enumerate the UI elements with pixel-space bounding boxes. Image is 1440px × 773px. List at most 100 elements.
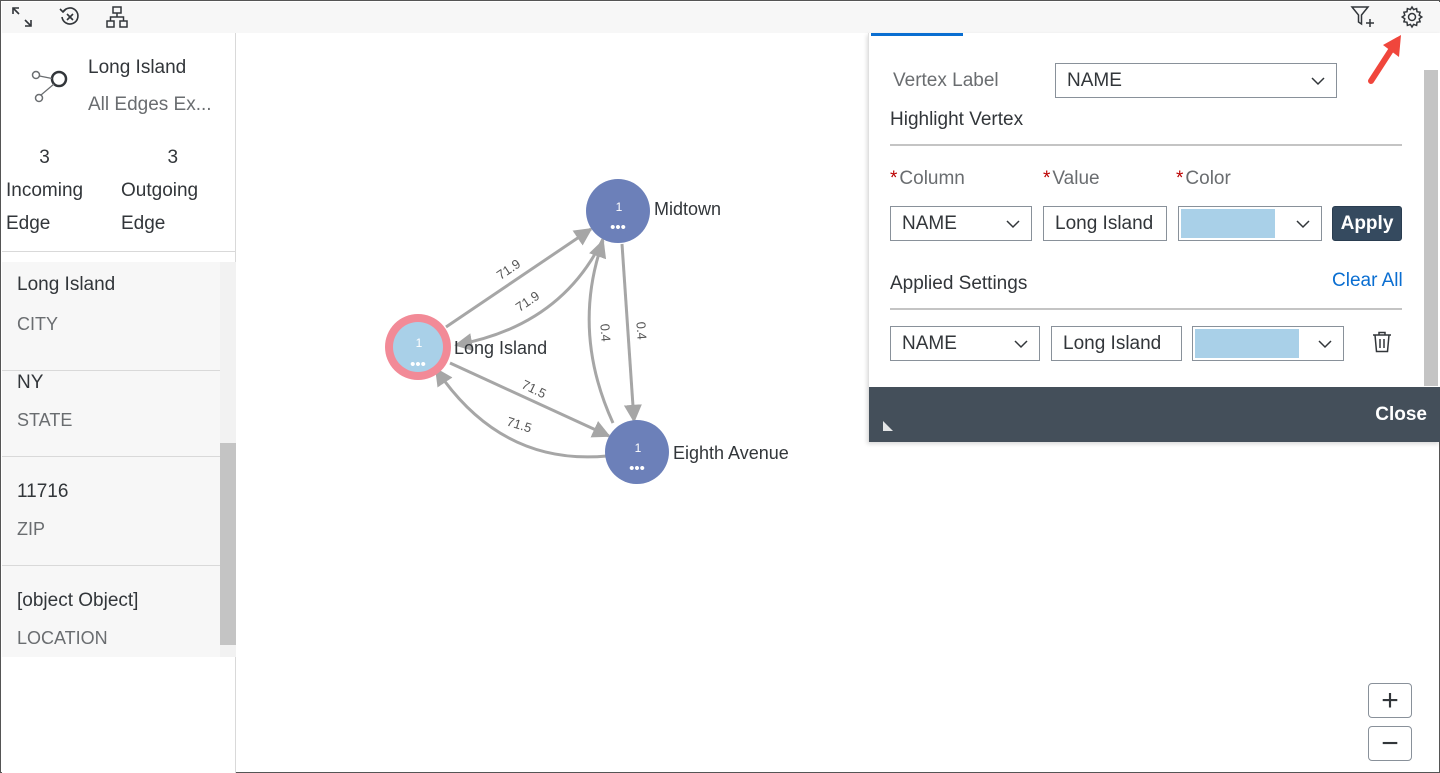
vertex-label-label: Vertex Label [893,70,999,91]
settings-icon[interactable] [1399,4,1425,30]
chevron-down-icon [1006,220,1020,229]
outgoing-edge-label-2: Edge [121,213,166,234]
node-badge: 1 [616,200,623,214]
graph-settings-panel: Vertex Label NAME Highlight Vertex *Colu… [868,33,1440,442]
applied-column-value: NAME [902,332,957,354]
property-item: 11716 ZIP [2,457,220,566]
applied-color-select[interactable] [1192,326,1344,361]
graph-node-eighth-avenue[interactable]: 1 ••• [605,420,669,484]
delete-icon[interactable] [1372,331,1392,358]
node-label: Midtown [654,199,721,219]
color-label-text: Color [1185,168,1231,189]
vertex-subtitle: All Edges Ex... [88,94,212,115]
details-divider [2,251,236,252]
column-select[interactable]: NAME [890,206,1032,241]
chevron-down-icon [1311,77,1325,86]
applied-value-text: Long Island [1063,332,1162,354]
node-more-dots: ••• [410,356,426,373]
applied-value-input[interactable]: Long Island [1051,326,1182,361]
clear-selection-icon[interactable] [57,4,83,30]
close-button[interactable]: Close [1375,404,1427,425]
column-label-text: Column [899,168,965,189]
panel-scrollbar[interactable] [1424,70,1438,386]
section-divider [890,308,1402,310]
value-label-text: Value [1052,168,1100,189]
panel-footer: Close [869,387,1440,442]
edge-label: 71.5 [505,414,534,436]
graph-svg: 71.9 71.9 0.4 0.4 71.5 71.5 1 ••• Long I… [385,179,789,484]
incoming-edge-label-2: Edge [6,213,51,234]
property-value: NY [17,372,44,393]
zoom-in-button[interactable]: + [1368,683,1412,718]
applied-settings-title: Applied Settings [890,273,1028,294]
vertex-details-panel: Long Island All Edges Ex... 3 Incoming E… [2,33,236,773]
node-label: Eighth Avenue [673,443,789,463]
property-key: STATE [17,410,73,430]
graph-edge[interactable] [449,361,611,438]
chevron-down-icon [1296,220,1310,229]
chevron-down-icon [1014,340,1028,349]
color-swatch [1195,329,1299,358]
chevron-down-icon [1318,340,1332,349]
add-filter-icon[interactable] [1350,4,1376,30]
applied-column-select[interactable]: NAME [890,326,1040,361]
node-badge: 1 [635,441,642,455]
property-scrollbar-thumb[interactable] [220,443,236,645]
property-item: Long Island CITY [2,262,220,371]
graph-edge[interactable] [434,367,608,459]
node-badge: 1 [416,336,423,350]
annotation-arrow-icon [1368,35,1401,84]
property-value: [object Object] [17,590,139,611]
vertex-name: Long Island [88,57,187,78]
outgoing-edge-label-1: Outgoing [121,180,199,201]
incoming-edge-label-1: Incoming [6,180,84,201]
expand-icon[interactable] [9,4,35,30]
property-key: ZIP [17,519,46,539]
color-select[interactable] [1178,206,1322,241]
resize-grip-icon[interactable] [883,421,893,431]
property-value: 11716 [17,481,69,502]
active-tab-indicator [871,33,963,36]
graph-edge[interactable] [587,239,615,424]
vertex-label-select-value: NAME [1067,69,1122,91]
graph-toolbar [2,2,1440,33]
property-list: Long Island CITY NY STATE 11716 ZIP [obj… [2,262,220,657]
section-divider [890,144,1402,146]
vertex-node-icon [28,67,74,112]
node-label: Long Island [454,338,547,358]
hierarchy-icon[interactable] [104,4,130,30]
value-input-text: Long Island [1055,212,1154,234]
outgoing-edge-count: 3 [167,147,179,168]
graph-edge[interactable] [445,227,593,329]
incoming-edge-stat: 3 Incoming Edge [6,141,83,240]
edge-label: 0.4 [633,321,649,340]
highlight-vertex-title: Highlight Vertex [890,109,1024,130]
required-mark: * [890,168,898,189]
edge-label: 0.4 [597,323,613,342]
graph-node-long-island[interactable]: 1 ••• [385,314,451,380]
property-value: Long Island [17,274,116,295]
clear-all-link[interactable]: Clear All [1332,270,1403,291]
apply-button[interactable]: Apply [1332,206,1402,241]
value-input[interactable]: Long Island [1043,206,1167,241]
graph-node-midtown[interactable]: 1 ••• [586,179,650,243]
required-mark: * [1043,168,1051,189]
zoom-out-button[interactable]: − [1368,726,1412,761]
property-item: NY STATE [2,348,220,457]
vertex-label-select[interactable]: NAME [1055,63,1337,98]
required-mark: * [1176,168,1184,189]
column-select-value: NAME [902,212,957,234]
graph-canvas[interactable]: 71.9 71.9 0.4 0.4 71.5 71.5 1 ••• Long I… [237,33,1440,773]
color-swatch [1181,209,1275,238]
node-more-dots: ••• [610,219,626,236]
column-label: *Column [890,168,965,190]
property-item: [object Object] LOCATION [2,566,220,675]
color-label: *Color [1176,168,1231,190]
property-key: LOCATION [17,628,108,648]
graph-edge[interactable] [620,243,642,423]
edge-label: 71.9 [513,288,542,315]
incoming-edge-count: 3 [39,147,50,168]
property-key: CITY [17,314,59,334]
outgoing-edge-stat: 3 Outgoing Edge [121,141,198,240]
